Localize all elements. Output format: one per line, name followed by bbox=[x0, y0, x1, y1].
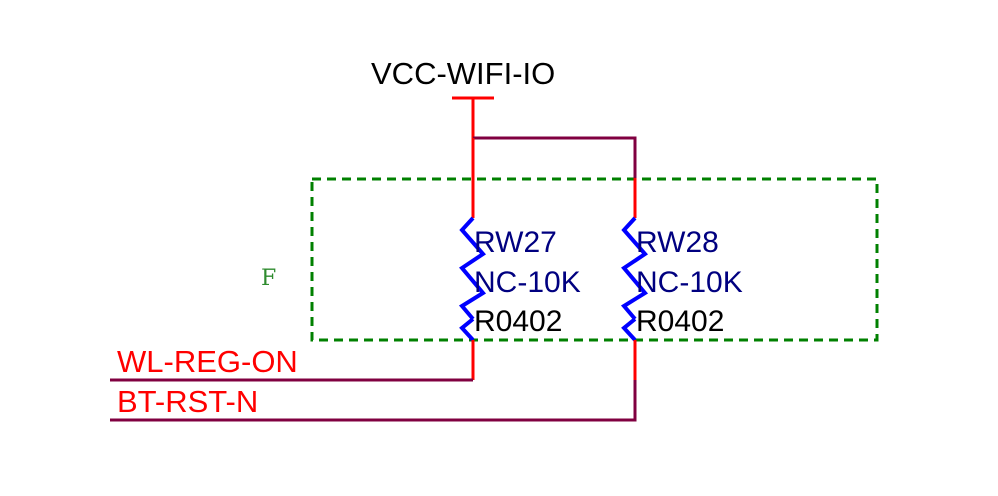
group-box bbox=[310, 177, 879, 342]
net-label: BT-RST-N bbox=[117, 384, 258, 419]
footprint-label: R0402 bbox=[474, 305, 562, 338]
value-label: NC-10K bbox=[474, 266, 581, 299]
net-label: WL-REG-ON bbox=[117, 344, 298, 379]
value-label: NC-10K bbox=[636, 266, 743, 299]
resistor-body bbox=[458, 216, 487, 321]
designator: RW28 bbox=[636, 226, 719, 259]
resistor-rw28[interactable]: RW28 NC-10K R0402 bbox=[620, 138, 743, 380]
resistor-body bbox=[620, 216, 649, 321]
top-wire bbox=[473, 136, 637, 150]
net-bt-rst-n[interactable]: BT-RST-N bbox=[110, 380, 637, 422]
resistor-rw27[interactable]: RW27 NC-10K R0402 bbox=[458, 138, 581, 380]
resistor-body-end bbox=[621, 317, 637, 342]
footprint-label: R0402 bbox=[636, 305, 724, 338]
net-wl-reg-on[interactable]: WL-REG-ON bbox=[110, 344, 473, 382]
power-net-label: VCC-WIFI-IO bbox=[371, 56, 555, 91]
net-wire bbox=[110, 380, 637, 422]
group-marker-label: F bbox=[261, 266, 276, 291]
designator: RW27 bbox=[474, 226, 557, 259]
resistor-body-end bbox=[459, 317, 475, 342]
